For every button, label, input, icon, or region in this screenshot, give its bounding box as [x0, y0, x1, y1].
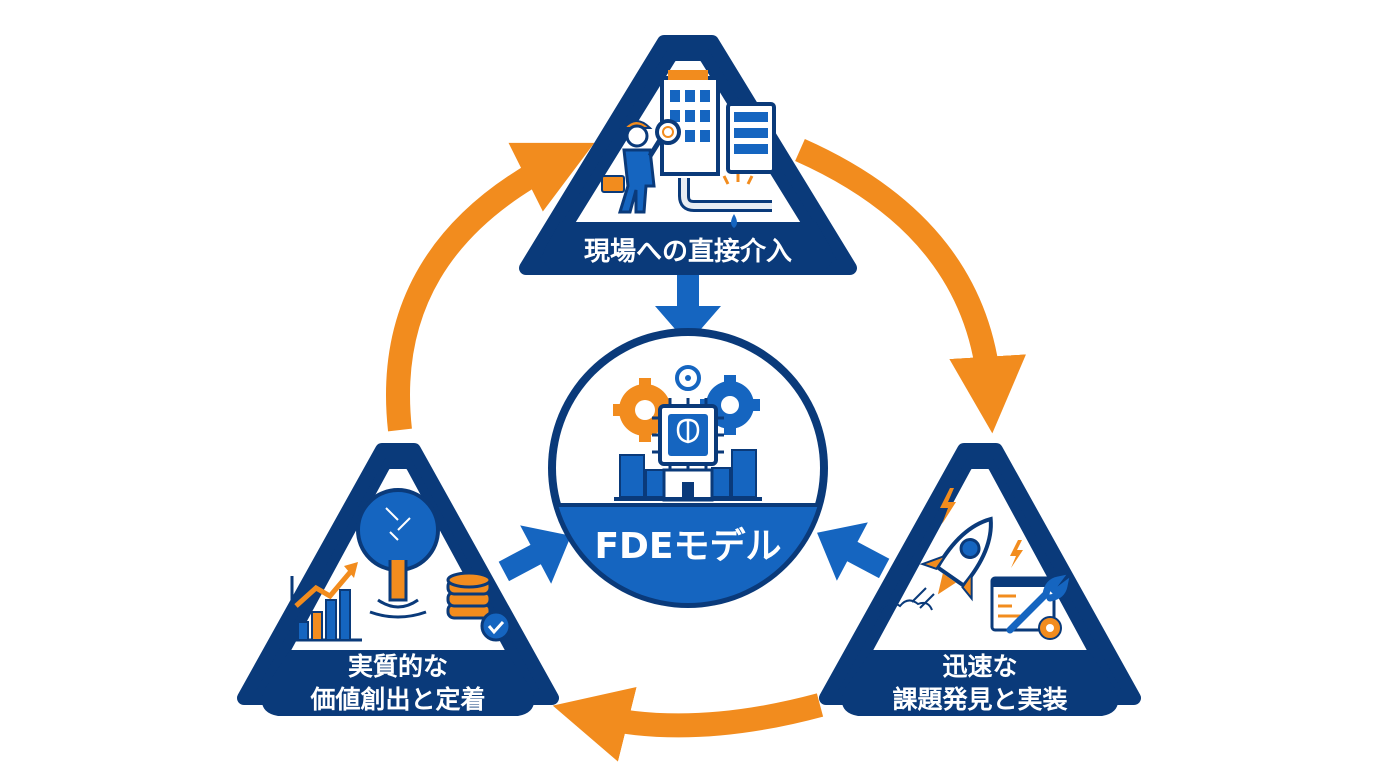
check-badge	[480, 610, 512, 642]
node-left-label-line2: 価値創出と定着	[309, 685, 485, 714]
chip	[652, 398, 724, 472]
arrow-right-to-center	[817, 522, 890, 581]
node-left-label-line1: 実質的な	[348, 652, 448, 681]
arrow-left-to-center	[498, 525, 571, 584]
lightning-bolt-icon-2	[1010, 540, 1023, 568]
gear-icon	[1038, 616, 1062, 640]
node-right: 迅速な 課題発見と実装	[819, 443, 1141, 716]
small-gear	[675, 365, 701, 391]
lightning-bolt-icon	[940, 488, 956, 524]
node-left: 実質的な 価値創出と定着	[237, 443, 559, 716]
cycle-arrows	[386, 139, 1026, 762]
node-right-label-line1: 迅速な	[942, 652, 1017, 681]
code-window	[990, 576, 1056, 632]
growth-trend-arrow	[294, 568, 354, 608]
ai-chip-gears-city-icon	[613, 365, 762, 502]
arrow-top-to-right	[795, 139, 1026, 434]
coin-stack	[446, 571, 492, 620]
inward-arrows	[498, 270, 890, 584]
node-top: 現場への直接介入	[519, 35, 857, 275]
city-buildings	[619, 449, 757, 498]
engineer-figure	[601, 119, 681, 214]
growth-bars	[290, 576, 362, 642]
center-hub: FDEモデル	[548, 328, 828, 608]
arrow-top-to-center	[655, 270, 721, 344]
arrow-left-to-top	[386, 142, 595, 432]
node-top-label: 現場への直接介入	[584, 237, 792, 267]
wrench-icon	[1006, 574, 1070, 634]
rocket	[919, 516, 993, 602]
field-engineer-inspection-icon	[601, 70, 776, 228]
center-label: FDEモデル	[594, 525, 781, 567]
base-building	[614, 468, 762, 502]
growth-tree-coins-icon	[290, 488, 512, 642]
node-right-label-line2: 課題発見と実装	[892, 685, 1067, 714]
arrow-right-to-left	[552, 687, 824, 762]
rocket-wrench-code-icon	[879, 488, 1070, 640]
